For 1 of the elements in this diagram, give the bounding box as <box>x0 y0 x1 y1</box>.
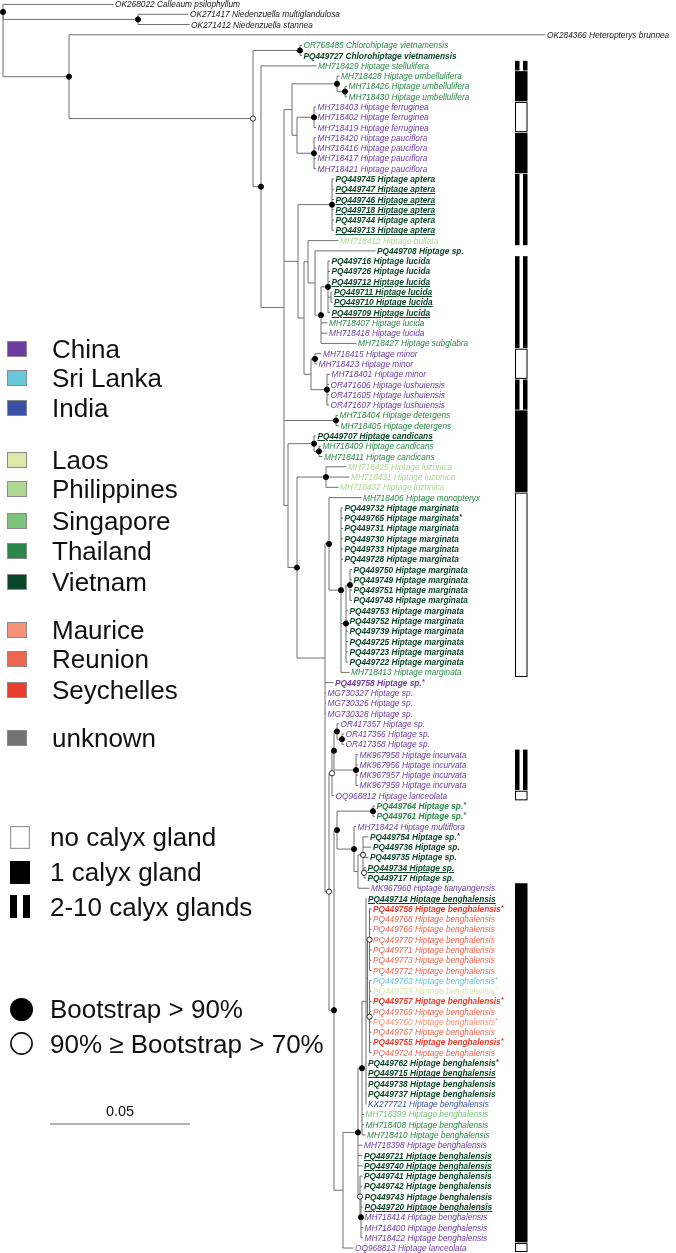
taxon-label: OK284366 Heteropterys brunnea <box>547 29 670 40</box>
